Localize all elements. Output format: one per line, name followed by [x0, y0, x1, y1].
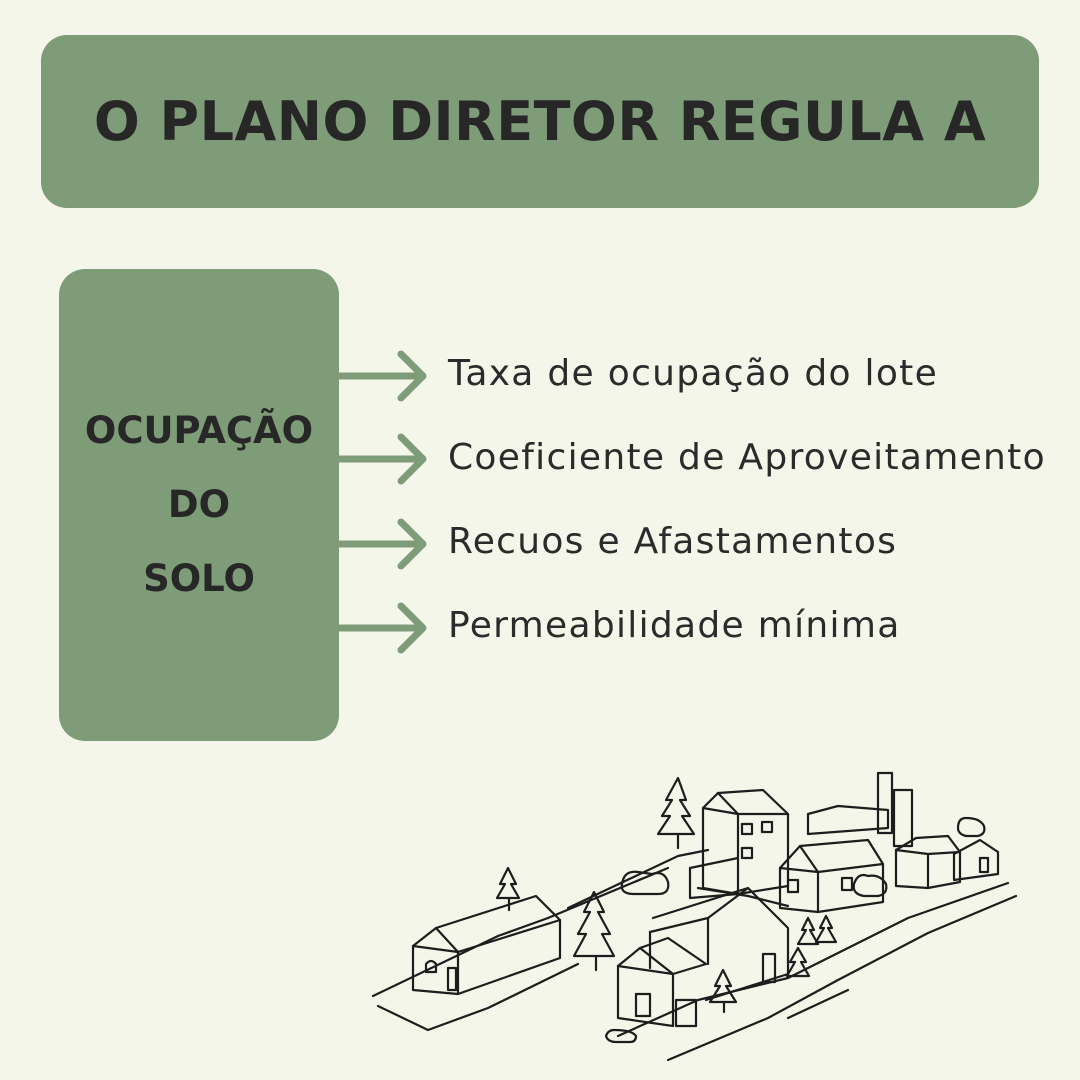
arrow-icon: [339, 602, 427, 654]
arrow-icon: [339, 433, 427, 485]
category-label-line-3: SOLO: [143, 557, 255, 600]
category-box: OCUPAÇÃO DO SOLO: [59, 269, 339, 741]
category-label-line-2: DO: [167, 483, 231, 526]
item-permeabilidade: Permeabilidade mínima: [448, 605, 901, 646]
item-taxa-ocupacao: Taxa de ocupação do lote: [448, 353, 939, 394]
category-label-line-1: OCUPAÇÃO: [84, 409, 314, 452]
arrow-icon: [339, 350, 427, 402]
title-banner: O PLANO DIRETOR REGULA A: [41, 35, 1039, 208]
page-title: O PLANO DIRETOR REGULA A: [93, 89, 987, 153]
item-recuos: Recuos e Afastamentos: [448, 521, 898, 562]
village-illustration: [371, 771, 1018, 1062]
arrow-icon: [339, 518, 427, 570]
item-coeficiente: Coeficiente de Aproveitamento: [448, 437, 1046, 478]
